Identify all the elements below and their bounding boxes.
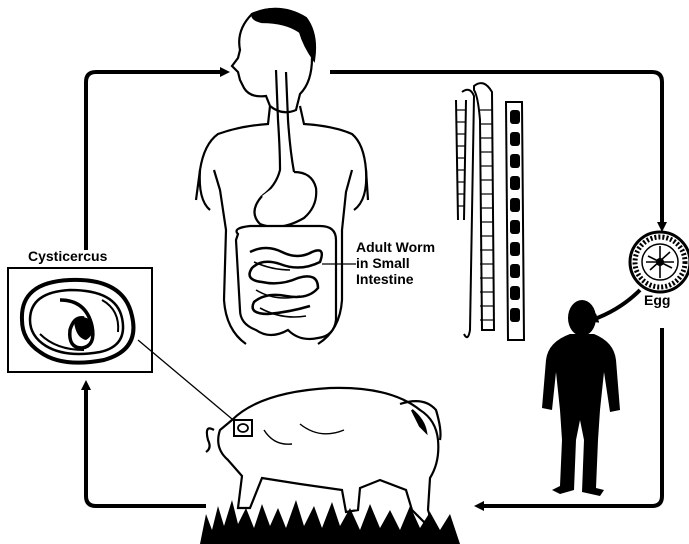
tapeworm-segments-icon xyxy=(456,83,524,340)
human-silhouette-icon xyxy=(542,300,620,496)
pig-icon xyxy=(206,388,441,522)
label-adult-worm: Adult Worm in Small Intestine xyxy=(356,239,466,287)
pig-cyst-marker xyxy=(234,420,252,436)
label-adult-worm-line2: in Small xyxy=(356,255,466,271)
egg-icon xyxy=(630,232,689,292)
human-with-intestine-icon xyxy=(196,9,368,344)
label-cysticercus: Cysticercus xyxy=(28,248,107,264)
cysticercus-box xyxy=(8,268,152,372)
cysticercus-icon xyxy=(22,280,134,363)
label-adult-worm-line3: Intestine xyxy=(356,271,466,287)
arrow-human-to-egg xyxy=(330,72,662,228)
label-egg: Egg xyxy=(644,292,670,308)
label-adult-worm-line1: Adult Worm xyxy=(356,239,466,255)
arrow-cysticercus-to-human xyxy=(86,72,226,250)
leader-cysticercus-to-pig xyxy=(138,340,238,424)
arrow-egg-to-human xyxy=(592,290,640,320)
arrow-pig-to-cysticercus xyxy=(86,384,206,506)
